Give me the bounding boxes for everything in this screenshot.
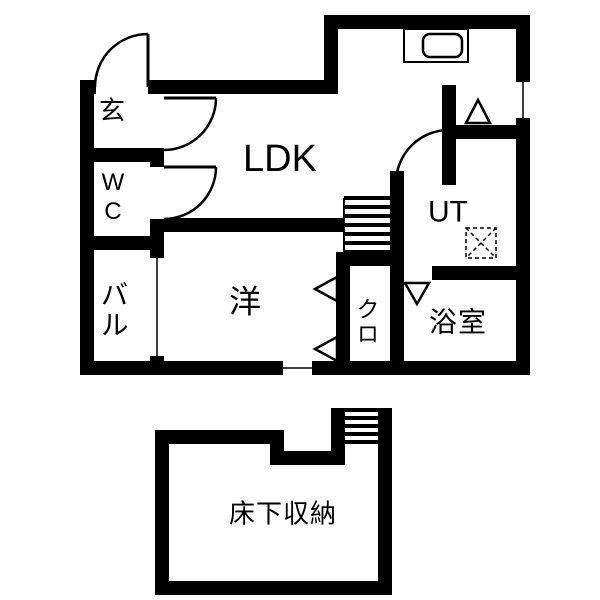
stairs-upper-icon — [343, 196, 390, 254]
room-label-closet: クロ — [352, 297, 379, 347]
wall-closet-top — [336, 252, 404, 266]
room-label-western-room: 洋 — [228, 283, 262, 320]
wall-bottom-east — [312, 361, 530, 375]
storage-wall-notch-h — [270, 451, 345, 465]
entrance-door-icon — [93, 32, 150, 88]
genkan-door-icon — [163, 96, 218, 152]
genkan-door-arc — [163, 97, 218, 152]
wall-nook-bottom — [456, 125, 516, 139]
wall-right-lower — [516, 118, 530, 375]
wall-ldk-room-divider — [164, 218, 344, 232]
triangle-left-icon — [312, 334, 339, 364]
triangle-markers — [312, 97, 493, 364]
wall-left — [80, 80, 94, 375]
kitchen-sink-icon — [403, 28, 469, 63]
storage-wall-bottom — [155, 581, 392, 595]
triangle-down-icon — [402, 281, 432, 307]
room-label-balcony: バル — [97, 280, 129, 340]
wall-closet-left — [336, 252, 350, 375]
wall-wc-balcony-divider — [80, 236, 164, 250]
storage-wall-right — [378, 408, 392, 595]
wall-bottom-west — [80, 361, 283, 375]
room-label-entrance: 玄 — [98, 95, 126, 126]
wall-top-left — [148, 80, 338, 94]
storage-wall-top — [155, 430, 284, 444]
room-label-underfloor-storage: 床下収納 — [228, 498, 338, 529]
storage-walls — [155, 408, 392, 595]
wall-inner-left-c — [150, 356, 164, 375]
wall-inner-left-a — [150, 148, 164, 167]
wc-door-arc — [163, 166, 218, 221]
stairs-lower-icon — [345, 408, 390, 444]
storage-wall-left — [155, 430, 169, 595]
wall-ut-bath-divider — [432, 266, 530, 280]
door-arcs — [93, 32, 451, 221]
wall-entrance-wc-divider — [80, 148, 164, 162]
room-label-bathroom: 浴室 — [428, 306, 488, 338]
storage-wall-notch-v2 — [331, 408, 345, 465]
wall-top-right — [324, 15, 530, 29]
kitchen-basin — [421, 32, 464, 59]
wc-door-icon — [163, 165, 218, 221]
wall-inner-left-b — [150, 219, 164, 258]
entrance-door-arc — [93, 32, 149, 88]
wall-right-upper — [516, 15, 530, 82]
wall-center-vertical — [390, 171, 404, 375]
room-label-toilet: WC — [99, 169, 127, 227]
ut-door-icon — [394, 128, 451, 184]
room-label-utility: UT — [428, 195, 468, 229]
wall-top-step — [324, 15, 338, 94]
triangle-up-icon — [463, 97, 493, 125]
room-label-ldk: LDK — [243, 138, 317, 181]
washer-cross-b — [465, 227, 497, 259]
washing-machine-icon — [465, 227, 497, 259]
outer-walls — [80, 15, 530, 375]
triangle-left-icon — [312, 274, 339, 304]
ut-door-arc — [394, 128, 450, 184]
window-marks — [156, 82, 524, 369]
